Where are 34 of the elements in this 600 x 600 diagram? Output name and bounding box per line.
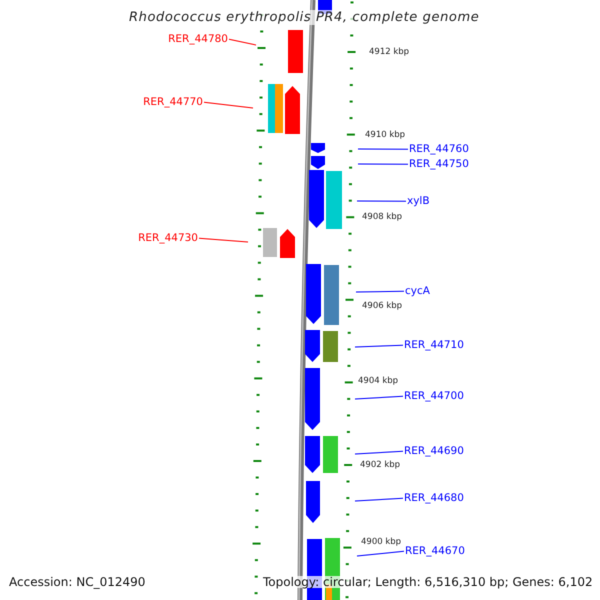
scale-label: 4910 kbp (365, 131, 406, 140)
leader-line (356, 290, 404, 292)
gene-label: RER_44730 (138, 233, 198, 244)
leader-line (354, 396, 404, 400)
gene-label: RER_44690 (404, 446, 464, 456)
leader-line (354, 498, 404, 502)
gene-label: cycA (405, 286, 430, 296)
accession-text: Accession: NC_012490 (9, 576, 146, 588)
leader-line (354, 450, 404, 454)
gene-label: xylB (407, 196, 430, 206)
genome-summary-text: Topology: circular; Length: 6,516,310 bp; Genes: 6,102 (262, 576, 594, 588)
leader-line (354, 344, 404, 348)
scale-label: 4902 kbp (360, 461, 400, 470)
gene-label: RER_44780 (168, 34, 228, 44)
leader-line (198, 238, 248, 242)
gene-label: RER_44700 (404, 391, 464, 402)
leader-line (356, 550, 404, 556)
scale-label: 4908 kbp (362, 213, 402, 222)
scale-label: 4906 kbp (362, 302, 402, 310)
gene-label: RER_44760 (409, 144, 469, 154)
gene-label: RER_44680 (404, 493, 464, 504)
leader-line (204, 102, 254, 108)
leader-line (358, 164, 408, 165)
gene-label: RER_44670 (405, 546, 465, 556)
leader-line (356, 200, 406, 202)
leader-line (358, 148, 408, 150)
gene-label: RER_44770 (143, 97, 203, 108)
leader-line (228, 38, 256, 46)
scale-label: 4900 kbp (361, 538, 402, 546)
gene-label: RER_44750 (409, 159, 469, 170)
scale-label: 4904 kbp (358, 377, 398, 386)
diagram-title: Rhodococcus erythropolis PR4, complete genome (127, 10, 482, 25)
gene-label: RER_44710 (404, 340, 464, 350)
scale-label: 4912 kbp (369, 48, 410, 56)
